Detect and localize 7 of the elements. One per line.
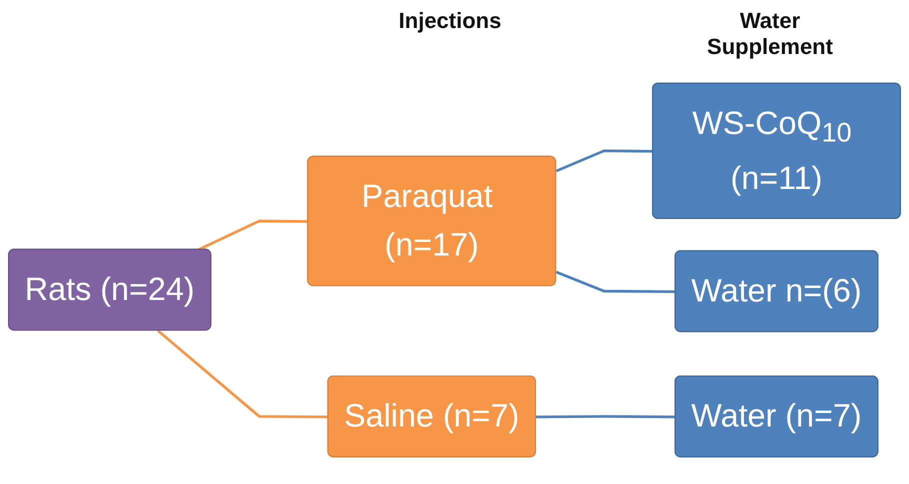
- connector: [556, 149, 654, 172]
- column-heading: Injections: [398, 8, 502, 34]
- connector: [556, 270, 676, 294]
- connector: [157, 330, 328, 418]
- connector: [198, 220, 308, 252]
- column-heading: Water Supplement: [706, 8, 834, 60]
- connector: [536, 415, 676, 418]
